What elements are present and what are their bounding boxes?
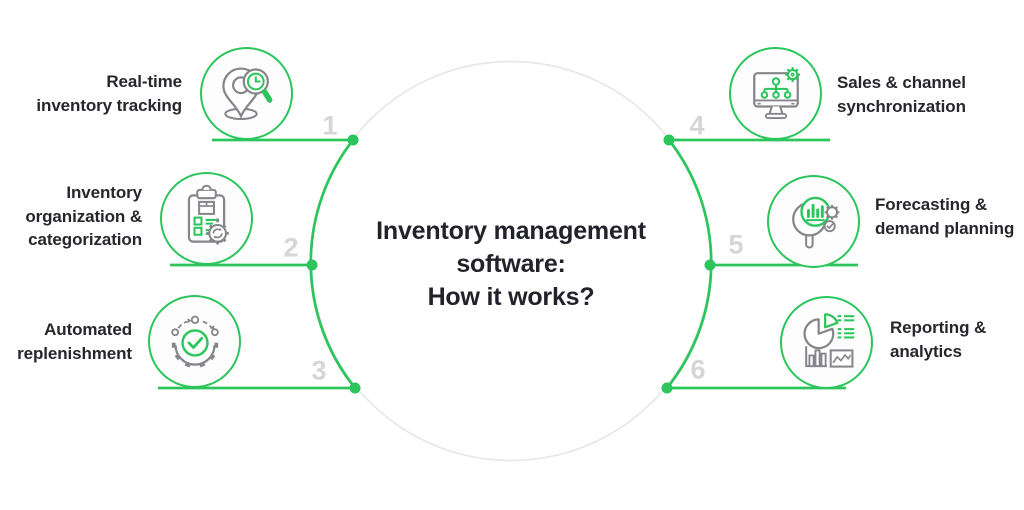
magnifier-chart-gear-icon bbox=[791, 196, 839, 248]
step-number-2: 2 bbox=[283, 232, 299, 263]
step-number-1: 1 bbox=[322, 110, 338, 141]
page-title: Inventory management software: How it wo… bbox=[291, 215, 731, 314]
monitor-network-gear-icon bbox=[752, 66, 800, 119]
gear-check-cycle-icon bbox=[170, 315, 219, 367]
step-number-5: 5 bbox=[728, 229, 744, 260]
label-forecasting-demand: Forecasting & demand planning bbox=[875, 195, 1015, 238]
bars bbox=[806, 203, 824, 218]
pie-bar-line-charts-icon bbox=[802, 312, 854, 368]
label-automated-replenishment: Automated replenishment bbox=[17, 320, 132, 363]
step-6-circle bbox=[780, 296, 873, 389]
step-2-circle bbox=[160, 172, 253, 265]
step-4-circle bbox=[729, 47, 822, 140]
label-real-time-tracking: Real-time inventory tracking bbox=[36, 72, 182, 115]
step-number-4: 4 bbox=[689, 110, 705, 141]
step-3-circle bbox=[148, 295, 241, 388]
title-line: software: bbox=[456, 250, 566, 278]
org-chart bbox=[760, 76, 791, 99]
step-5-circle bbox=[767, 175, 860, 268]
list-lines bbox=[837, 314, 854, 338]
label-reporting-analytics: Reporting & analytics bbox=[890, 318, 987, 361]
step-number-6: 6 bbox=[690, 354, 706, 385]
step-1-circle bbox=[200, 47, 293, 140]
clipboard-gear-icon bbox=[187, 184, 229, 244]
title-line: Inventory management bbox=[376, 217, 646, 245]
label-inventory-organization: Inventory organization & categorization bbox=[25, 183, 142, 249]
map-pin-search-icon bbox=[221, 66, 272, 120]
step-number-3: 3 bbox=[311, 355, 327, 386]
title-line: How it works? bbox=[427, 283, 595, 311]
label-sales-channel-sync: Sales & channel synchronization bbox=[837, 73, 966, 116]
connector-dots bbox=[306, 134, 716, 394]
